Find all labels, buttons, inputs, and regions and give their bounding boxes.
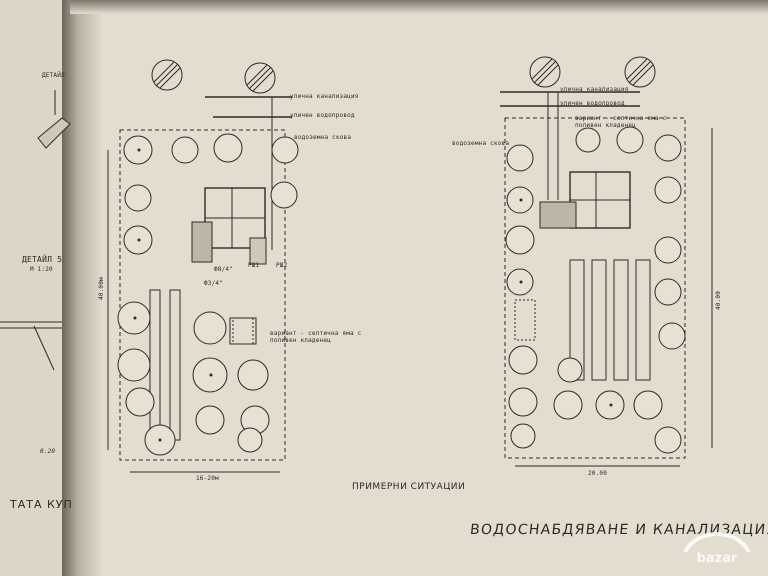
watermark-logo: bazar <box>677 522 757 568</box>
left-bottom-word: ТАТА КУП <box>10 498 73 511</box>
left-scale: М 1:20 <box>30 266 53 273</box>
watermark-text: bazar <box>697 551 738 566</box>
north-arrow-icon <box>624 56 656 88</box>
book-gutter <box>62 0 102 576</box>
left-label-sewer: улична канализация <box>290 93 359 100</box>
left-label-water: уличен водопровод <box>290 112 355 119</box>
figure-caption: ПРИМЕРНИ СИТУАЦИИ <box>352 482 466 492</box>
left-detail-five: ДЕТАЙЛ 5 <box>22 255 63 264</box>
right-site-plan <box>500 56 713 467</box>
right-label-septic: вариант - септична яма с поливен кладене… <box>575 115 667 129</box>
left-dim-width: 16-20м <box>196 475 219 482</box>
left-note: 0.20 <box>40 448 56 455</box>
left-dim-height: 40.00м <box>98 277 105 300</box>
left-rsh-2: РШ2 <box>276 262 288 269</box>
left-pipe-2: Ф3/4" <box>204 280 224 287</box>
left-label-septic: вариант - септична яма с поливен кладене… <box>270 330 362 344</box>
left-rsh-1: РШ1 <box>248 262 260 269</box>
north-arrow-icon <box>244 62 276 94</box>
right-label-water: уличен водопровод <box>560 100 625 107</box>
left-detail-label: ДЕТАЙЛ <box>42 72 65 79</box>
main-page <box>70 0 768 576</box>
right-dim-height: 40.00 <box>715 290 722 310</box>
north-arrow-icon <box>529 56 561 88</box>
left-label-well: водоземна скова <box>294 134 352 141</box>
right-label-well: водоземна скова <box>452 140 510 147</box>
trees-group <box>117 126 686 456</box>
top-shadow <box>70 0 768 14</box>
right-dim-width: 20.00 <box>588 470 608 477</box>
left-pipe-1: Ф8/4" <box>214 266 234 273</box>
left-detail-sketch <box>0 90 71 371</box>
right-label-sewer: улична канализация <box>560 86 629 93</box>
north-arrow-icon <box>151 59 183 91</box>
